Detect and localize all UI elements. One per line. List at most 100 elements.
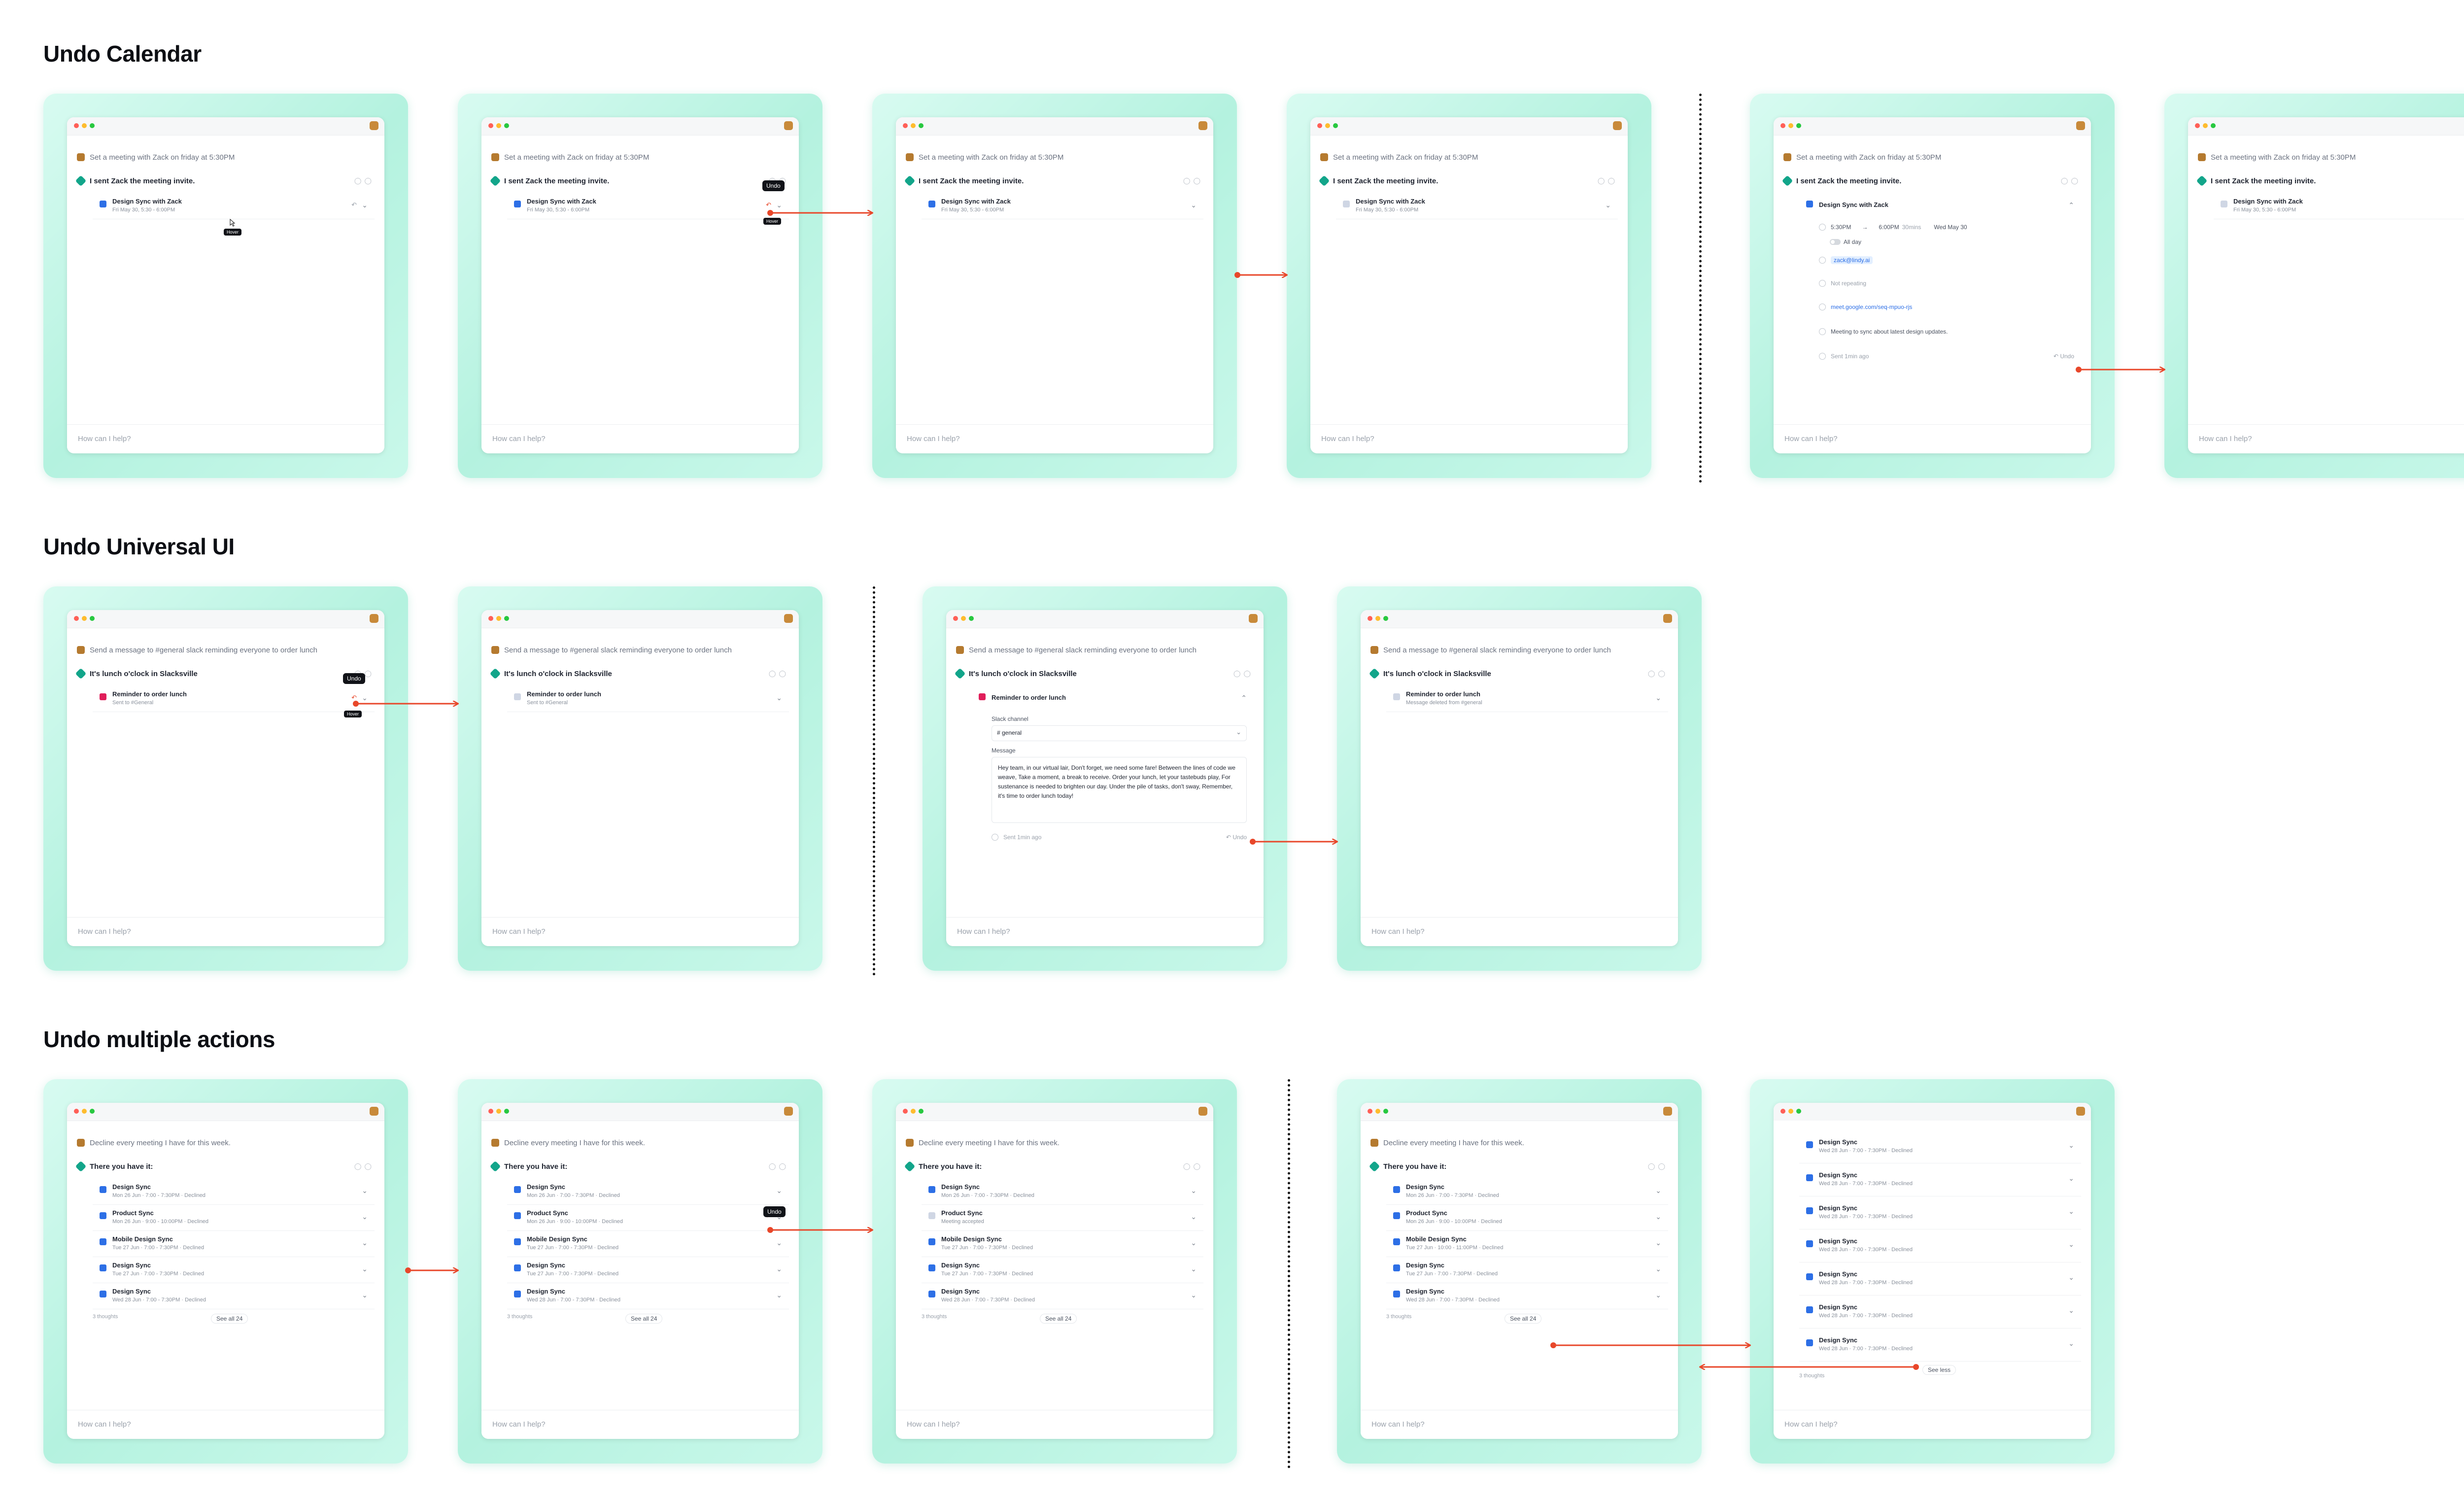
chevron-down-icon[interactable]: ⌄ (1191, 1213, 1197, 1221)
avatar[interactable] (370, 1107, 378, 1116)
prompt-bar[interactable]: How can I help? (2188, 424, 2464, 453)
maximize-window-icon[interactable] (90, 123, 95, 128)
close-window-icon[interactable] (953, 616, 958, 621)
minimize-window-icon[interactable] (911, 123, 916, 128)
maximize-window-icon[interactable] (969, 616, 974, 621)
prompt-input[interactable]: How can I help? (1371, 927, 1425, 936)
prompt-bar[interactable]: How can I help? (481, 424, 799, 453)
undo-button[interactable]: ↶ Undo (1226, 834, 1247, 841)
feedback-icons[interactable]: ◯◯ (768, 1162, 789, 1170)
chevron-down-icon[interactable]: ⌄ (776, 694, 782, 702)
chevron-down-icon[interactable]: ⌄ (776, 1239, 782, 1247)
close-window-icon[interactable] (74, 123, 79, 128)
chevron-down-icon[interactable]: ⌄ (776, 1187, 782, 1194)
message-textarea[interactable]: Hey team, in our virtual lair, Don't for… (992, 757, 1247, 823)
chevron-down-icon[interactable]: ⌄ (2068, 1174, 2074, 1182)
chevron-down-icon[interactable]: ⌄ (1655, 1213, 1661, 1221)
chevron-down-icon[interactable]: ⌄ (362, 694, 368, 702)
undo-icon[interactable]: ↶ (351, 694, 357, 701)
chevron-down-icon[interactable]: ⌄ (1655, 694, 1661, 702)
close-window-icon[interactable] (903, 123, 908, 128)
chevron-down-icon[interactable]: ⌄ (1191, 1187, 1197, 1194)
minimize-window-icon[interactable] (496, 123, 501, 128)
avatar[interactable] (784, 121, 793, 130)
thoughts-count[interactable]: 3 thoughts (922, 1314, 947, 1320)
close-window-icon[interactable] (74, 616, 79, 621)
avatar[interactable] (784, 614, 793, 623)
chevron-down-icon[interactable]: ⌄ (2068, 1240, 2074, 1248)
chevron-down-icon[interactable]: ⌄ (2068, 1141, 2074, 1149)
prompt-input[interactable]: How can I help? (492, 435, 546, 443)
event-date[interactable]: Wed May 30 (1934, 224, 1967, 231)
maximize-window-icon[interactable] (504, 1109, 509, 1114)
feedback-icons[interactable]: ◯◯ (2060, 177, 2081, 184)
maximize-window-icon[interactable] (1796, 123, 1801, 128)
close-window-icon[interactable] (74, 1109, 79, 1114)
see-less-button[interactable]: See less (1922, 1365, 1956, 1375)
prompt-input[interactable]: How can I help? (1371, 1420, 1425, 1429)
chevron-down-icon[interactable]: ⌄ (2068, 1273, 2074, 1281)
see-all-button[interactable]: See all 24 (1040, 1314, 1077, 1324)
chevron-down-icon[interactable]: ⌄ (362, 1187, 368, 1194)
chevron-down-icon[interactable]: ⌄ (362, 201, 368, 209)
thoughts-count[interactable]: 3 thoughts (507, 1314, 533, 1320)
repeat-label[interactable]: Not repeating (1831, 280, 1867, 287)
see-all-button[interactable]: See all 24 (211, 1314, 248, 1324)
close-window-icon[interactable] (488, 1109, 493, 1114)
avatar[interactable] (1198, 1107, 1207, 1116)
event-description[interactable]: Meeting to sync about latest design upda… (1831, 328, 1948, 335)
chevron-down-icon[interactable]: ⌄ (362, 1213, 368, 1221)
undo-button[interactable]: ↶ Undo (2053, 353, 2074, 360)
maximize-window-icon[interactable] (90, 616, 95, 621)
avatar[interactable] (1249, 614, 1258, 623)
minimize-window-icon[interactable] (1325, 123, 1330, 128)
prompt-input[interactable]: How can I help? (492, 927, 546, 936)
chevron-down-icon[interactable]: ⌄ (1655, 1265, 1661, 1273)
maximize-window-icon[interactable] (504, 123, 509, 128)
undo-icon[interactable]: ↶ (351, 201, 357, 208)
minimize-window-icon[interactable] (1788, 1109, 1793, 1114)
close-window-icon[interactable] (1368, 1109, 1372, 1114)
chevron-down-icon[interactable]: ⌄ (362, 1239, 368, 1247)
thoughts-count[interactable]: 3 thoughts (93, 1314, 118, 1320)
prompt-input[interactable]: How can I help? (492, 1420, 546, 1429)
undo-icon[interactable]: ↶ (766, 201, 771, 208)
attendee-chip[interactable]: zack@lindy.ai (1831, 256, 1873, 264)
feedback-icons[interactable]: ◯◯ (1183, 1162, 1203, 1170)
chevron-down-icon[interactable]: ⌄ (776, 1265, 782, 1273)
avatar[interactable] (1613, 121, 1622, 130)
meet-link[interactable]: meet.google.com/seq-mpuo-rjs (1831, 304, 1913, 310)
close-window-icon[interactable] (1780, 1109, 1785, 1114)
feedback-icons[interactable]: ◯◯ (354, 1162, 375, 1170)
chevron-up-icon[interactable]: ⌃ (1241, 694, 1247, 702)
minimize-window-icon[interactable] (496, 616, 501, 621)
minimize-window-icon[interactable] (82, 123, 87, 128)
feedback-icons[interactable]: ◯◯ (354, 177, 375, 184)
prompt-bar[interactable]: How can I help? (1774, 424, 2091, 453)
prompt-input[interactable]: How can I help? (1321, 435, 1374, 443)
maximize-window-icon[interactable] (1796, 1109, 1801, 1114)
all-day-toggle[interactable] (1830, 239, 1841, 245)
chevron-down-icon[interactable]: ⌄ (1655, 1187, 1661, 1194)
maximize-window-icon[interactable] (2211, 123, 2216, 128)
prompt-input[interactable]: How can I help? (957, 927, 1010, 936)
avatar[interactable] (2076, 1107, 2085, 1116)
chevron-down-icon[interactable]: ⌄ (362, 1265, 368, 1273)
minimize-window-icon[interactable] (1788, 123, 1793, 128)
